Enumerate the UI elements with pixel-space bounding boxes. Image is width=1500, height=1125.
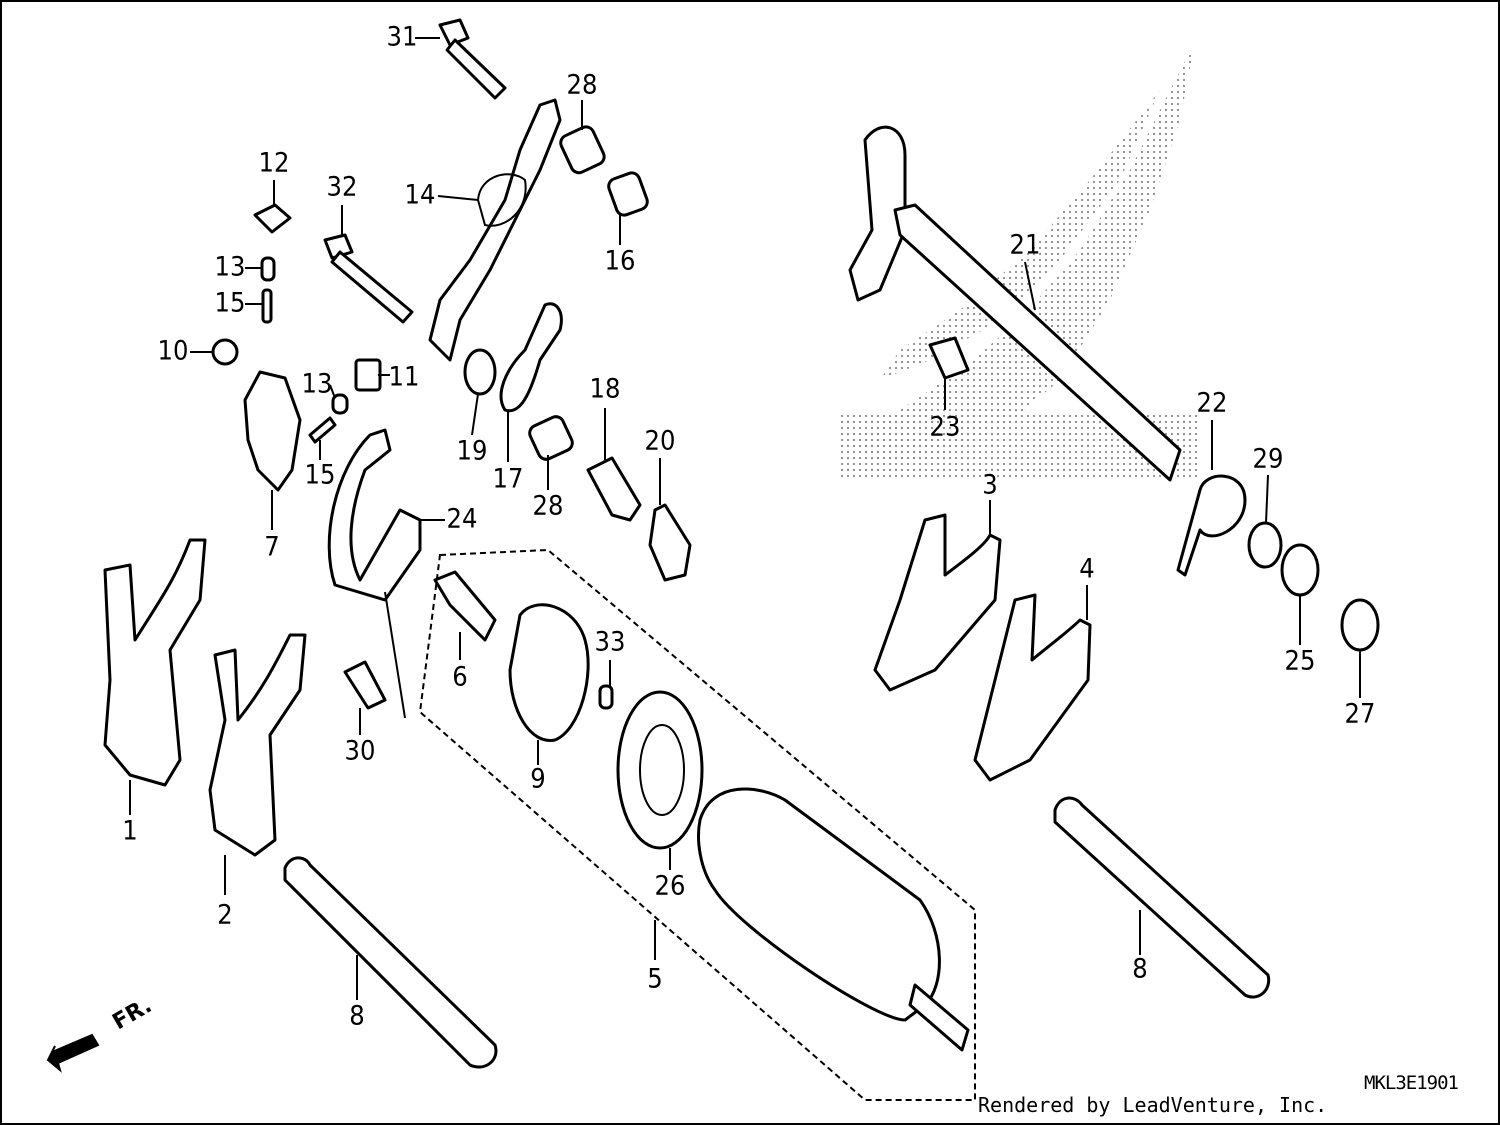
callout-12: 12 <box>259 148 290 179</box>
callout-8b: 8 <box>1132 954 1147 985</box>
callout-9: 9 <box>530 764 545 795</box>
part-washer-19 <box>463 348 497 396</box>
part-fork-4 <box>973 593 1092 782</box>
part-arm-17 <box>499 302 563 413</box>
part-bolt-32 <box>323 233 414 324</box>
part-bolt-23 <box>928 336 970 380</box>
part-star-9 <box>508 603 590 742</box>
callout-6: 6 <box>452 662 467 693</box>
callout-7: 7 <box>264 532 279 563</box>
callout-15b: 15 <box>305 460 336 491</box>
callout-21: 21 <box>1010 230 1041 261</box>
callout-3: 3 <box>982 470 997 501</box>
callout-28a: 28 <box>567 70 598 101</box>
part-rod-8a <box>283 856 498 1069</box>
callout-16: 16 <box>605 246 636 277</box>
front-label: FR. <box>109 993 157 1035</box>
part-collar-16 <box>607 171 649 217</box>
callout-23: 23 <box>930 412 961 443</box>
part-fork-3 <box>873 513 1002 692</box>
callout-13a: 13 <box>215 252 246 283</box>
part-washer-10 <box>211 338 239 366</box>
callout-29: 29 <box>1253 444 1284 475</box>
part-bolt-31 <box>438 18 507 100</box>
callout-4: 4 <box>1079 554 1094 585</box>
part-stopper-7 <box>243 370 302 492</box>
part-bearing-26 <box>616 690 704 850</box>
part-13a <box>260 256 276 282</box>
callout-13b: 13 <box>302 369 333 400</box>
part-bolt-30 <box>343 660 387 710</box>
part-15b <box>308 416 337 444</box>
callout-labels: 31 28 14 16 12 32 13 15 10 11 13 15 7 24… <box>122 22 1375 1032</box>
part-rod-8b <box>1053 796 1271 999</box>
front-direction-indicator: FR. <box>46 993 157 1073</box>
callout-26: 26 <box>655 871 686 902</box>
callout-22: 22 <box>1197 388 1228 419</box>
callout-28b: 28 <box>533 491 564 522</box>
callout-20: 20 <box>645 426 676 457</box>
callout-14: 14 <box>405 180 436 211</box>
part-spring-20 <box>648 503 692 582</box>
callout-31: 31 <box>387 22 418 53</box>
callout-5: 5 <box>647 964 662 995</box>
part-plate-14 <box>428 98 562 362</box>
diagram-code: MKL3E1901 <box>1364 1072 1459 1094</box>
callout-10: 10 <box>158 336 189 367</box>
callout-33: 33 <box>595 627 626 658</box>
leader-lines <box>129 37 1361 1000</box>
callout-15a: 15 <box>215 288 246 319</box>
part-shift-shaft-21 <box>848 125 1182 482</box>
part-drum-5 <box>697 787 941 1022</box>
part-fork-1 <box>103 538 207 787</box>
callout-24: 24 <box>447 504 478 535</box>
callout-30: 30 <box>345 736 376 767</box>
callout-17: 17 <box>493 464 524 495</box>
part-bolt-6 <box>433 570 497 642</box>
part-13b <box>331 393 349 415</box>
part-circlip-29 <box>1247 521 1283 569</box>
callout-32: 32 <box>327 172 358 203</box>
render-credit: Rendered by LeadVenture, Inc. <box>978 1093 1328 1117</box>
part-pin-18 <box>586 456 642 522</box>
part-seal-27 <box>1340 598 1380 652</box>
part-pin-33 <box>598 684 614 710</box>
callout-19: 19 <box>457 436 488 467</box>
callout-18: 18 <box>590 374 621 405</box>
callout-1: 1 <box>122 816 137 847</box>
part-collar-28a <box>559 125 606 175</box>
part-15a <box>261 288 273 324</box>
callout-25: 25 <box>1285 646 1316 677</box>
part-12 <box>253 203 292 234</box>
callout-8a: 8 <box>349 1001 364 1032</box>
callout-27: 27 <box>1345 699 1376 730</box>
part-11 <box>354 358 382 392</box>
part-spring-22 <box>1176 474 1247 577</box>
part-collar-28b <box>528 415 574 461</box>
callout-11: 11 <box>389 362 420 393</box>
part-fork-2 <box>208 633 307 857</box>
part-washer-25 <box>1280 543 1320 597</box>
callout-2: 2 <box>217 900 232 931</box>
part-guide-24 <box>327 428 422 602</box>
